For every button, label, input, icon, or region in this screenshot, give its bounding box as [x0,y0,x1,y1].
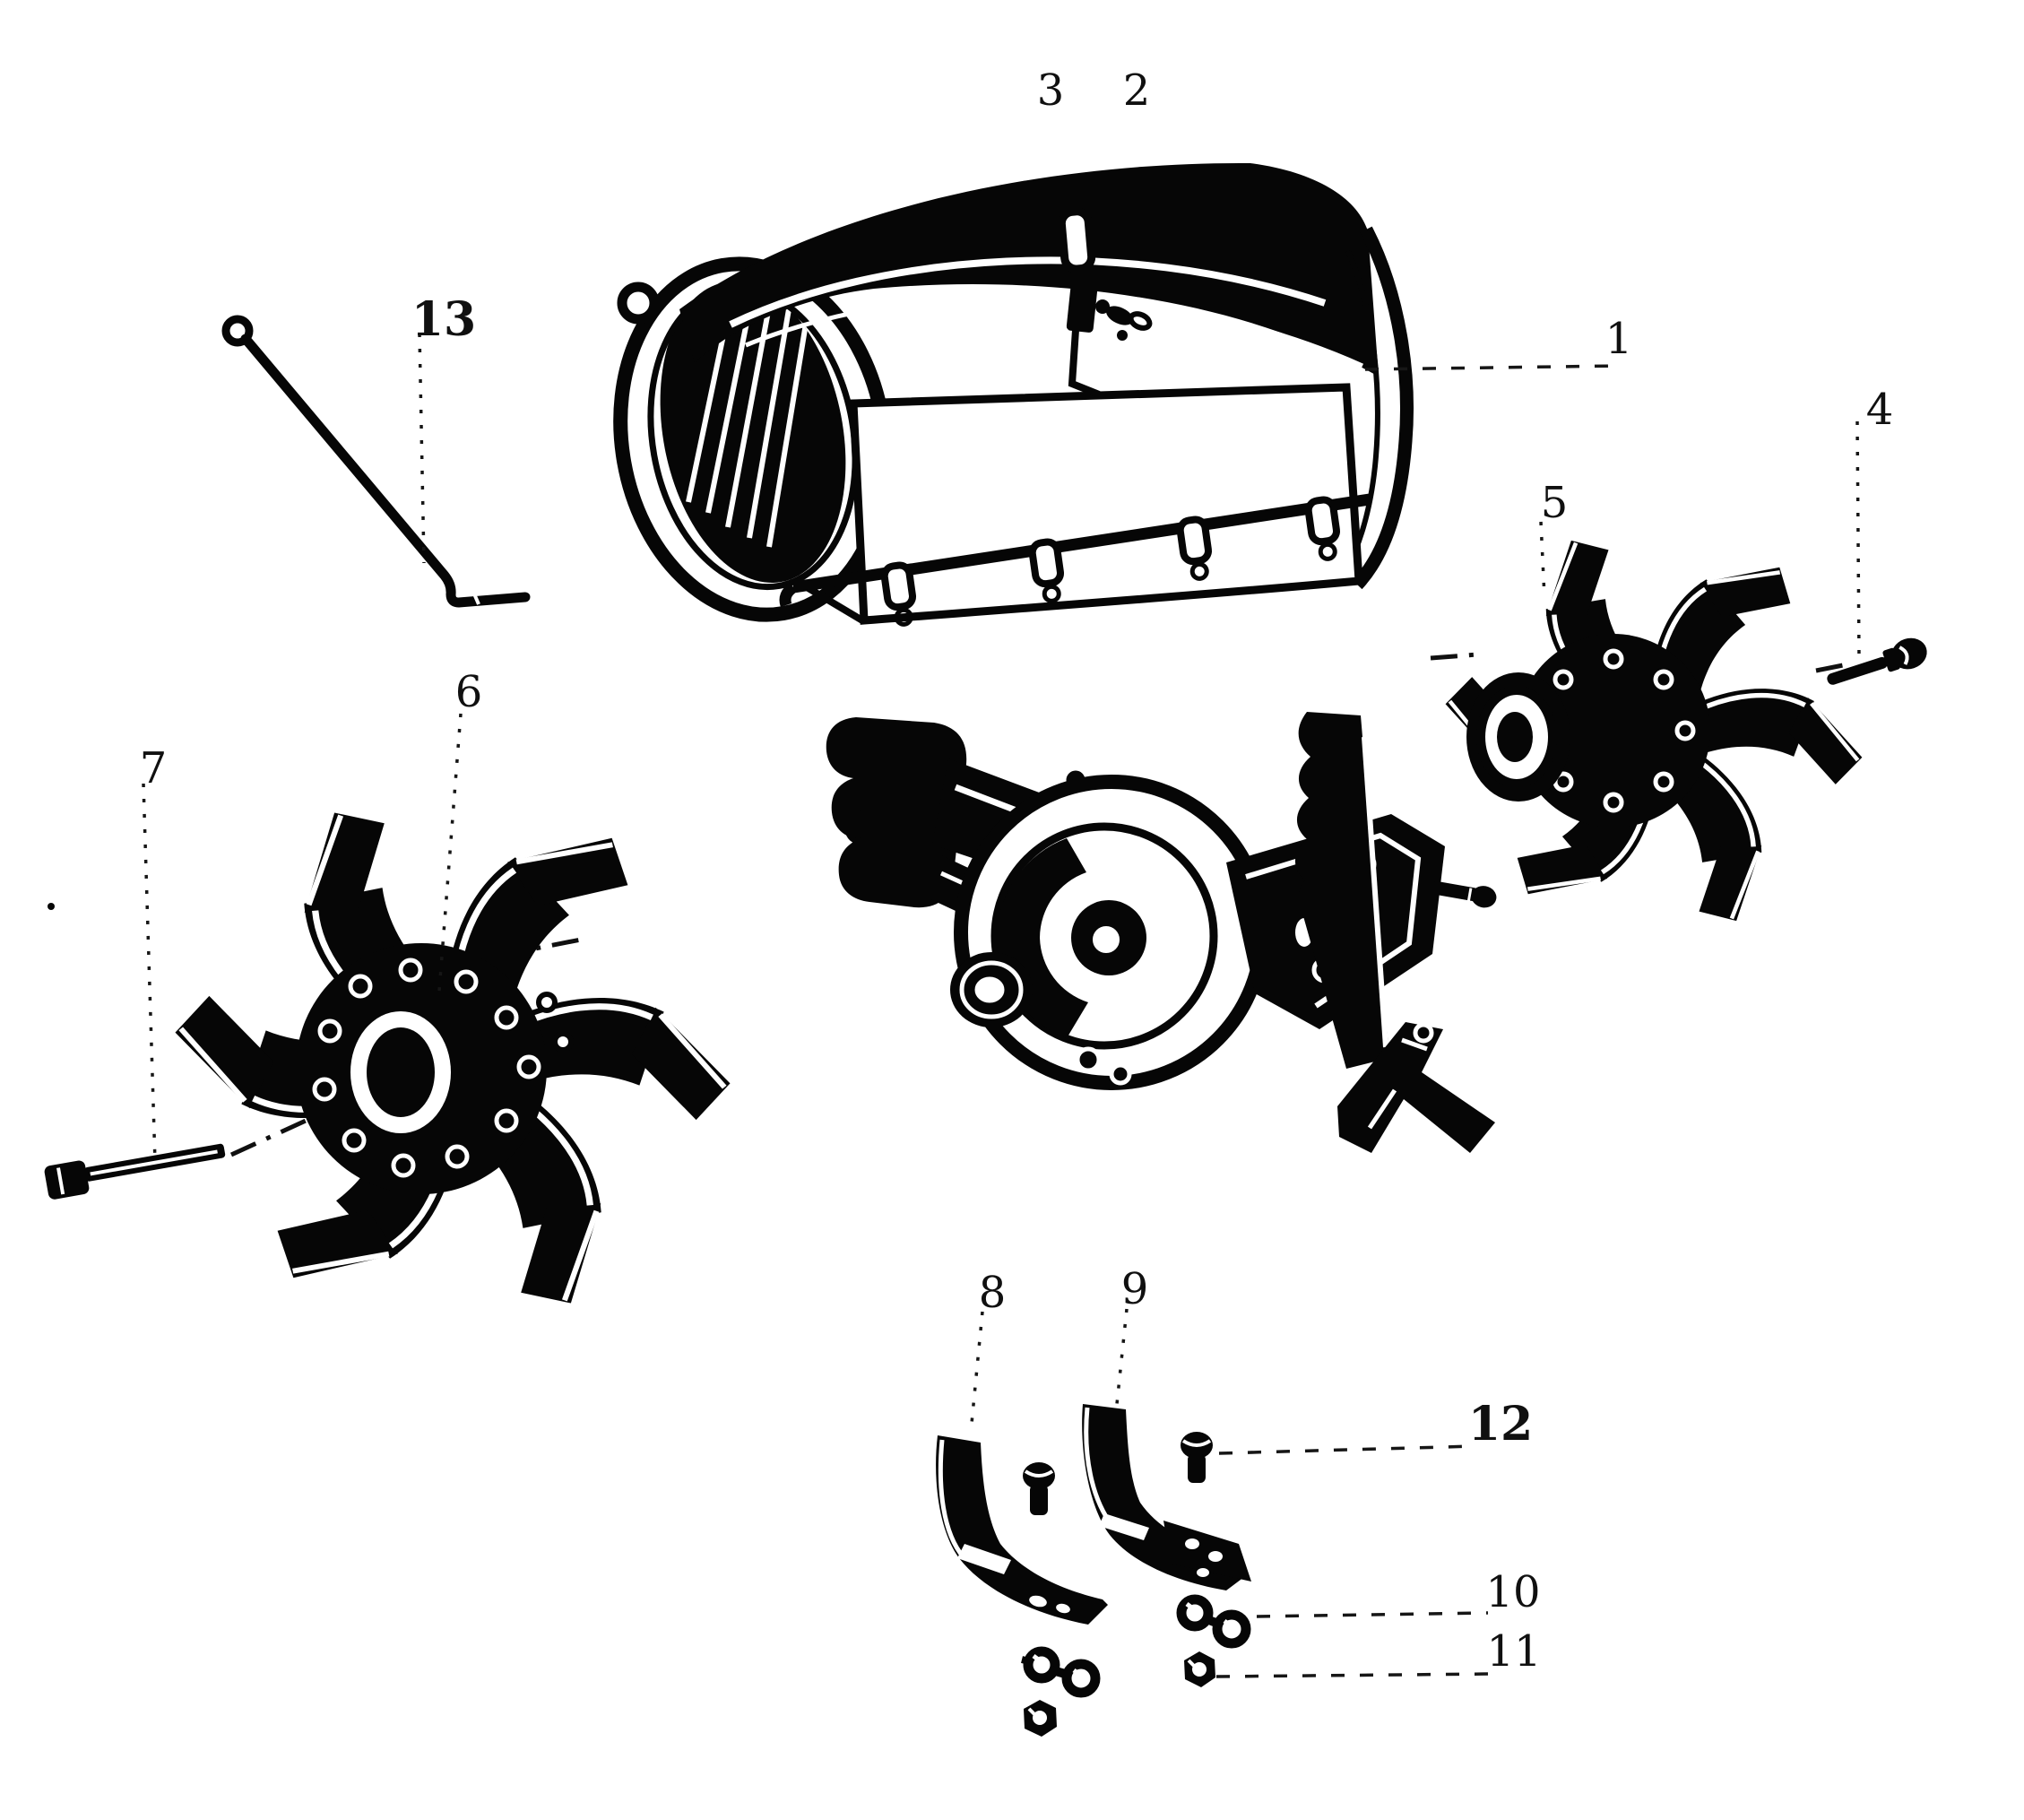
tine-mounting-plate [1163,1521,1251,1582]
hex-bolt-part7 [44,1143,226,1200]
cover-front-flap [849,383,1363,625]
cover-canopy [679,162,1379,377]
washer-pair-left [1021,1646,1101,1698]
callout-5: 5 [1541,478,1569,528]
rotor-right-bolts [1553,648,1696,813]
latch-rod-part13 [221,315,531,608]
hex-bolt-part4 [1827,637,1927,685]
cover-hood-part1 [613,162,1414,627]
leader-6 [437,713,463,1003]
rotor-left-part6 [131,769,774,1347]
leader-5 [1539,521,1546,598]
leader-4 [1855,420,1861,661]
tine-bolt-right [1181,1432,1213,1483]
rotor-left-hub-bore [367,1027,435,1117]
leader-9 [1115,1308,1129,1405]
tine-bolt-left [1023,1462,1055,1515]
callout-4: 4 [1866,385,1894,435]
rotor-right-hub-bore [1497,712,1533,762]
callout-1: 1 [1605,314,1633,364]
nut-left [1024,1700,1057,1737]
tine-bolts-part12 [1023,1432,1213,1515]
leader-1 [1364,364,1622,371]
rotor-left-bolts [312,958,574,1178]
callout-13: 13 [411,292,476,347]
cover-rod-clamps [880,496,1341,627]
gearbox-flange [826,717,967,908]
washer-pair-right [1176,1594,1251,1649]
callout-11: 11 [1486,1626,1541,1677]
hex-nuts-part11 [1024,1651,1215,1737]
skid-shoe [1337,1022,1495,1153]
wing-latch-part2 [1066,284,1153,398]
callout-12: 12 [1468,1397,1533,1452]
leader-lines [142,333,1861,1678]
callout-labels: 3 2 1 13 4 5 6 7 8 9 12 10 11 [140,65,1894,1677]
bracket-pin-bolt [1431,880,1497,908]
gearbox-assembly [826,712,1497,1153]
stray-dot [48,903,55,910]
rotor-right-part5 [1394,490,1914,971]
leader-13 [418,333,426,564]
cover-right-rim [1352,226,1414,590]
tine-blade-part9 [1082,1404,1251,1590]
leader-11 [1215,1672,1494,1678]
tine-blade-part8 [936,1435,1108,1625]
callout-3: 3 [1037,65,1065,116]
nut-right [1184,1651,1215,1687]
cover-eyelet [617,282,660,325]
spring-washers-part10 [1021,1594,1251,1698]
callout-6: 6 [455,667,483,717]
callout-2: 2 [1123,65,1151,116]
leader-7 [142,783,157,1163]
leader-10 [1256,1611,1489,1618]
callout-10: 10 [1485,1567,1540,1617]
hinge-tab-part3 [1057,207,1096,273]
leader-8 [969,1311,984,1434]
callout-8: 8 [979,1268,1007,1318]
leader-12 [1218,1444,1476,1455]
callout-7: 7 [140,743,168,793]
cover-opening-hatching [686,306,809,548]
depth-bar-serrated [1294,712,1389,1069]
callout-9: 9 [1121,1264,1149,1314]
